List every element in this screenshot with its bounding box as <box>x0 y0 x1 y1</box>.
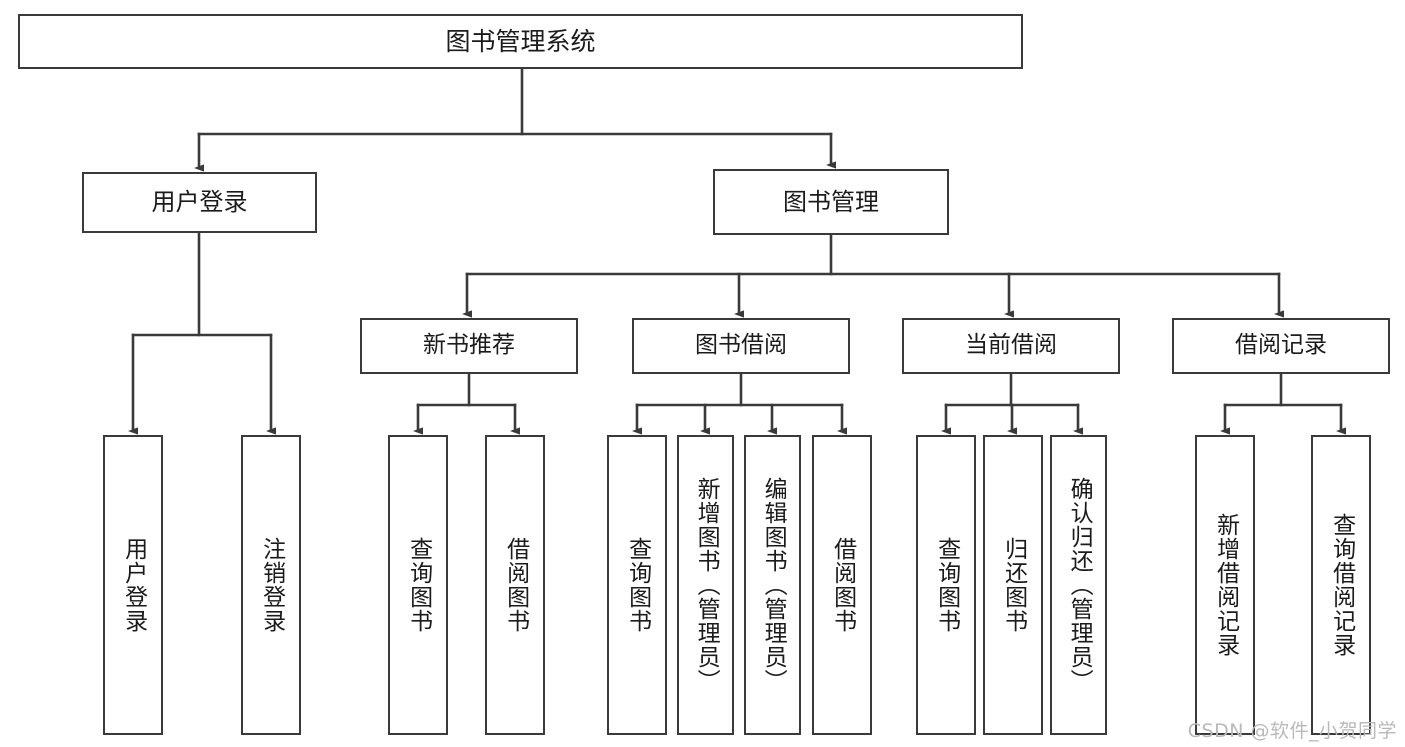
node-borrow-edit-book[interactable]: 编辑图书（管理员） <box>744 435 801 735</box>
node-rec-borrow-book-label: 借阅图书 <box>502 537 529 633</box>
node-rec-add-record-label: 新增借阅记录 <box>1212 513 1239 657</box>
node-rec-query-record-label: 查询借阅记录 <box>1328 513 1355 657</box>
node-borrow-do-book[interactable]: 借阅图书 <box>812 435 872 735</box>
node-rec-query-book[interactable]: 查询图书 <box>388 435 448 735</box>
node-root[interactable]: 图书管理系统 <box>18 14 1023 69</box>
node-cur-confirm-return-label: 确认归还（管理员） <box>1066 477 1093 693</box>
node-borrow-query-book-label: 查询图书 <box>624 537 651 633</box>
node-borrow-do-book-label: 借阅图书 <box>829 537 856 633</box>
node-cur-query-book-label: 查询图书 <box>933 537 960 633</box>
node-user-login-label: 用户登录 <box>151 188 248 217</box>
node-root-label: 图书管理系统 <box>445 26 596 56</box>
node-current-borrow[interactable]: 当前借阅 <box>902 318 1120 374</box>
node-rec-borrow-book[interactable]: 借阅图书 <box>485 435 545 735</box>
node-book-manage[interactable]: 图书管理 <box>713 169 949 235</box>
node-rec-query-book-label: 查询图书 <box>405 537 432 633</box>
node-cur-return-book-label: 归还图书 <box>1000 537 1027 633</box>
node-borrow-edit-book-label: 编辑图书（管理员） <box>760 477 787 693</box>
node-user-login-do[interactable]: 用户登录 <box>103 435 163 735</box>
node-book-borrow[interactable]: 图书借阅 <box>632 318 850 374</box>
node-user-login[interactable]: 用户登录 <box>82 172 317 233</box>
node-rec-add-record[interactable]: 新增借阅记录 <box>1195 435 1255 735</box>
node-book-borrow-label: 图书借阅 <box>695 332 787 359</box>
node-new-book-rec-label: 新书推荐 <box>423 332 515 359</box>
node-borrow-add-book-label: 新增图书（管理员） <box>693 477 720 693</box>
node-rec-query-record[interactable]: 查询借阅记录 <box>1311 435 1371 735</box>
node-cur-query-book[interactable]: 查询图书 <box>916 435 976 735</box>
node-user-logout-label: 注销登录 <box>258 537 285 633</box>
node-user-logout[interactable]: 注销登录 <box>241 435 301 735</box>
watermark-text: CSDN @软件_小贺同学 <box>1187 720 1397 742</box>
node-current-borrow-label: 当前借阅 <box>965 332 1057 359</box>
node-book-manage-label: 图书管理 <box>783 187 879 216</box>
node-cur-return-book[interactable]: 归还图书 <box>983 435 1043 735</box>
node-borrow-add-book[interactable]: 新增图书（管理员） <box>677 435 734 735</box>
node-new-book-rec[interactable]: 新书推荐 <box>360 318 578 374</box>
node-borrow-record[interactable]: 借阅记录 <box>1172 318 1390 374</box>
node-borrow-query-book[interactable]: 查询图书 <box>607 435 667 735</box>
node-borrow-record-label: 借阅记录 <box>1235 332 1327 359</box>
node-user-login-do-label: 用户登录 <box>120 537 147 633</box>
node-cur-confirm-return[interactable]: 确认归还（管理员） <box>1050 435 1107 735</box>
